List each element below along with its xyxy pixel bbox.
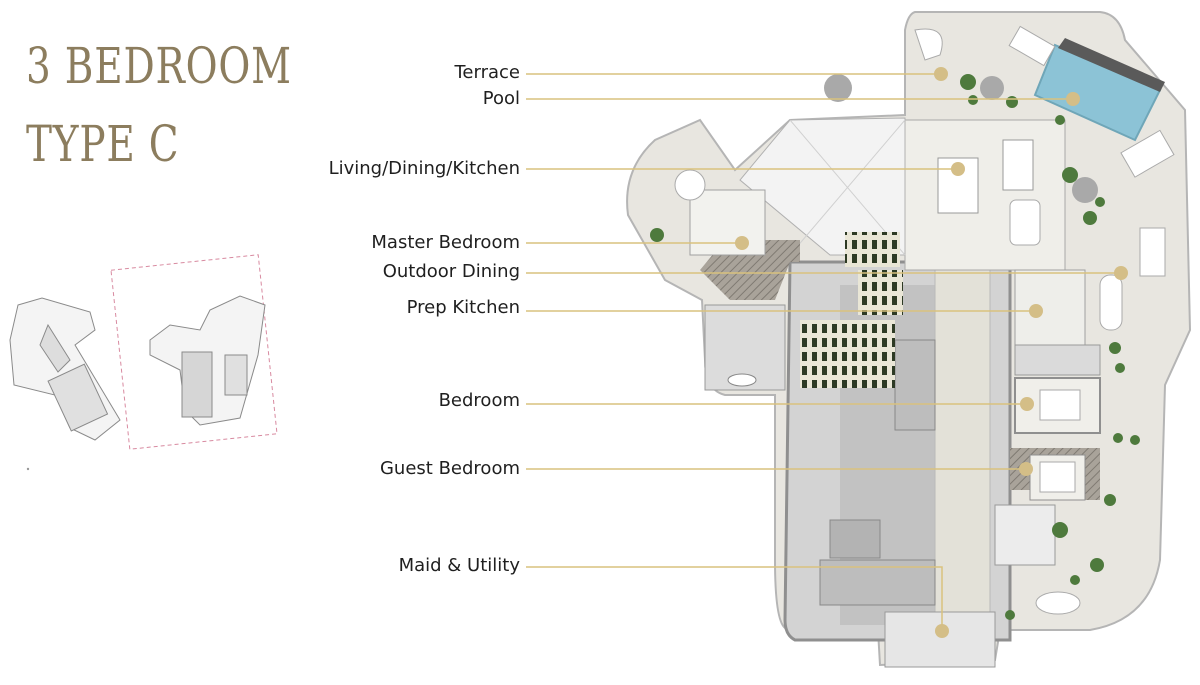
bathtub <box>727 373 757 387</box>
label-bedroom: Bedroom <box>438 390 520 411</box>
marker-outdoor <box>1114 266 1128 280</box>
key-plan-overview <box>9 297 121 441</box>
terrace-sofa <box>1035 591 1081 615</box>
marker-maid <box>935 624 949 638</box>
leader-maid <box>526 566 943 631</box>
marker-living <box>951 162 965 176</box>
marker-guest <box>1019 462 1033 476</box>
marker-master <box>735 236 749 250</box>
sun-lounger <box>1120 129 1175 178</box>
pergola-2 <box>980 76 1004 100</box>
guest-bedroom-bed <box>1039 461 1076 493</box>
pergola-3 <box>1072 177 1098 203</box>
round-table <box>674 169 706 201</box>
pool-edge <box>1058 38 1165 92</box>
tiled-area-1 <box>845 232 900 267</box>
label-terrace: Terrace <box>454 62 521 83</box>
label-pool: Pool <box>482 88 520 109</box>
tiled-area-2 <box>858 270 903 315</box>
guest-bath <box>994 504 1056 566</box>
lift <box>829 519 881 559</box>
bedroom-bed <box>1039 389 1081 421</box>
marker-pool <box>1066 92 1080 106</box>
tiled-area-3 <box>800 320 895 388</box>
marker-terrace <box>934 67 948 81</box>
key-plan-dot <box>26 467 30 471</box>
outdoor-daybed <box>1099 274 1123 331</box>
label-master-bedroom: Master Bedroom <box>371 232 520 253</box>
title-line-2: TYPE C <box>26 115 180 173</box>
living-area <box>904 119 1066 271</box>
stair <box>894 339 936 431</box>
bedroom-bath <box>1014 344 1101 376</box>
label-living: Living/Dining/Kitchen <box>328 158 520 179</box>
terrace-bench <box>914 28 943 61</box>
sun-lounger-2 <box>1008 25 1056 67</box>
void-cross-2 <box>789 119 906 256</box>
dining-table <box>1002 139 1034 191</box>
plants <box>650 74 1140 620</box>
label-guest-bedroom: Guest Bedroom <box>379 458 520 479</box>
label-maid-utility: Maid & Utility <box>398 555 520 576</box>
outdoor-dining-table <box>1139 227 1166 277</box>
prep-kitchen <box>1014 269 1086 346</box>
marker-bedroom <box>1020 397 1034 411</box>
label-outdoor-dining: Outdoor Dining <box>382 261 520 282</box>
label-prep-kitchen: Prep Kitchen <box>406 297 520 318</box>
key-plan-highlight-frame <box>110 254 278 450</box>
pergola <box>824 74 852 102</box>
marker-prep <box>1029 304 1043 318</box>
title-line-1: 3 BEDROOM <box>26 37 292 95</box>
master-bedroom <box>689 189 766 256</box>
kitchen-island <box>1009 199 1041 246</box>
key-plan-unit-c <box>149 295 266 426</box>
maid-room <box>884 611 996 668</box>
